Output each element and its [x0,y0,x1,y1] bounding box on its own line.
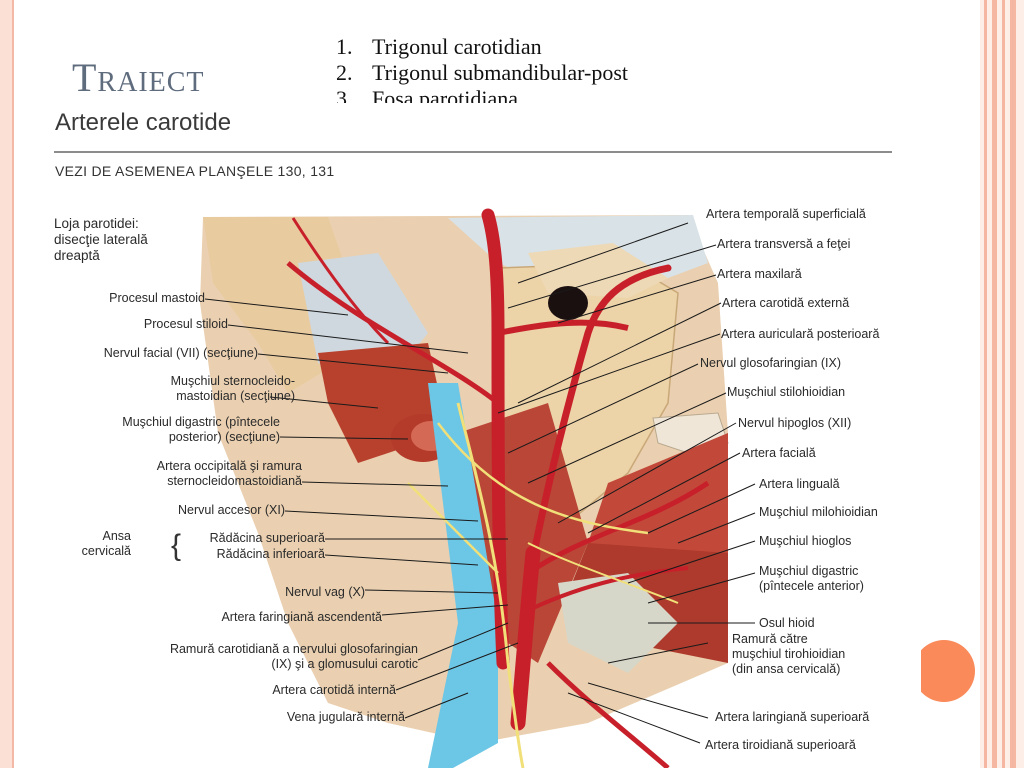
ansa-brace: { [171,529,182,562]
left-frame-border [0,0,14,768]
label-hioglos: Muşchiul hioglos [759,534,852,548]
label-artera-temporala: Artera temporală superficială [706,207,866,221]
label-artera-linguala: Artera linguală [759,477,840,491]
label-laringiana-superioara: Artera laringiană superioară [715,710,870,724]
plate-divider [54,151,892,153]
label-artera-transversa: Artera transversă a feţei [717,237,851,251]
label-nervul-hipoglos: Nervul hipoglos (XII) [738,416,852,430]
label-procesul-mastoid: Procesul mastoid [109,291,205,305]
slide-title: Traiect [72,55,205,100]
label-radacina-inferioara: Rădăcina inferioară [216,547,325,561]
label-stilohioidian: Muşchiul stilohioidian [727,385,846,399]
label-artera-maxilara: Artera maxilară [717,267,802,281]
anatomy-plate: Arterele carotide VEZI DE ASEMENEA PLANŞ… [28,103,921,768]
label-digastric-posterior: Muşchiul digastric (pîntecele posterior)… [122,415,280,444]
carotid-dissection-illustration [200,208,756,768]
label-nervul-glosofaringian: Nervul glosofaringian (IX) [700,356,842,370]
label-ansa-cervicala: Ansa cervicală [81,529,131,558]
label-radacina-superioara: Rădăcina superioară [209,531,325,545]
label-nervul-facial: Nervul facial (VII) (secţiune) [103,346,258,360]
topic-item: 2.Trigonul submandibular-post [336,60,629,85]
label-digastric-anterior: Muşchiul digastric (pîntecele anterior) [759,564,864,593]
label-nervul-accesor: Nervul accesor (XI) [178,503,285,517]
label-carotida-interna: Artera carotidă internă [272,683,396,697]
right-frame-border [980,0,1024,768]
label-tiroidiana-superioara: Artera tiroidiană superioară [705,738,856,752]
dissection-label: Loja parotidei: disecţie laterală dreapt… [54,216,148,263]
plate-reference: VEZI DE ASEMENEA PLANŞELE 130, 131 [55,163,335,179]
label-ramura-carotidiana: Ramură carotidiană a nervului glosofarin… [169,642,418,671]
label-nervul-vag: Nervul vag (X) [285,585,365,599]
label-artera-occipitala: Artera occipitală şi ramura sternocleido… [156,459,302,488]
label-sternocleidomastoidian: Muşchiul sternocleido- mastoidian (secţi… [170,374,295,403]
label-procesul-stiloid: Procesul stiloid [143,317,228,331]
label-artera-faciala: Artera facială [742,446,816,460]
topic-list: 1.Trigonul carotidian 2.Trigonul submand… [336,34,628,112]
label-osul-hioid: Osul hioid [759,616,815,630]
label-ramura-tirohioidian: Ramură către muşchiul tirohioidian (din … [732,632,846,676]
label-vena-jugulara: Vena jugulară internă [286,710,405,724]
label-carotida-externa: Artera carotidă externă [722,296,850,310]
label-auriculara-posterioara: Artera auriculară posterioară [721,327,880,341]
topic-item: 1.Trigonul carotidian [336,34,542,59]
label-milohioidian: Muşchiul milohioidian [759,505,878,519]
label-artera-faringiana: Artera faringiană ascendentă [221,610,382,624]
decorative-orange-circle [913,640,975,702]
plate-title: Arterele carotide [55,109,232,136]
